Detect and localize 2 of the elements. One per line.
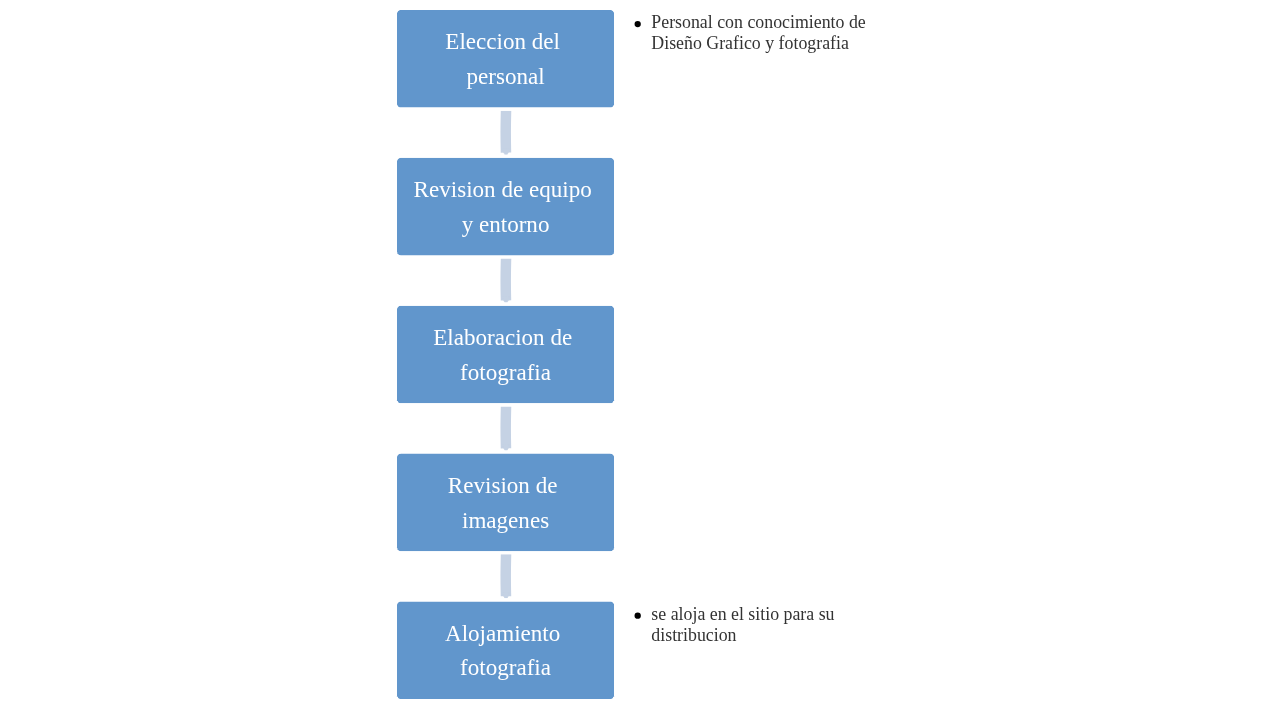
note-text: se aloja en el sitio para su distribucion [651,604,836,647]
note-text: Personal con conocimiento de Diseño Grafico y fotografia [651,12,867,55]
